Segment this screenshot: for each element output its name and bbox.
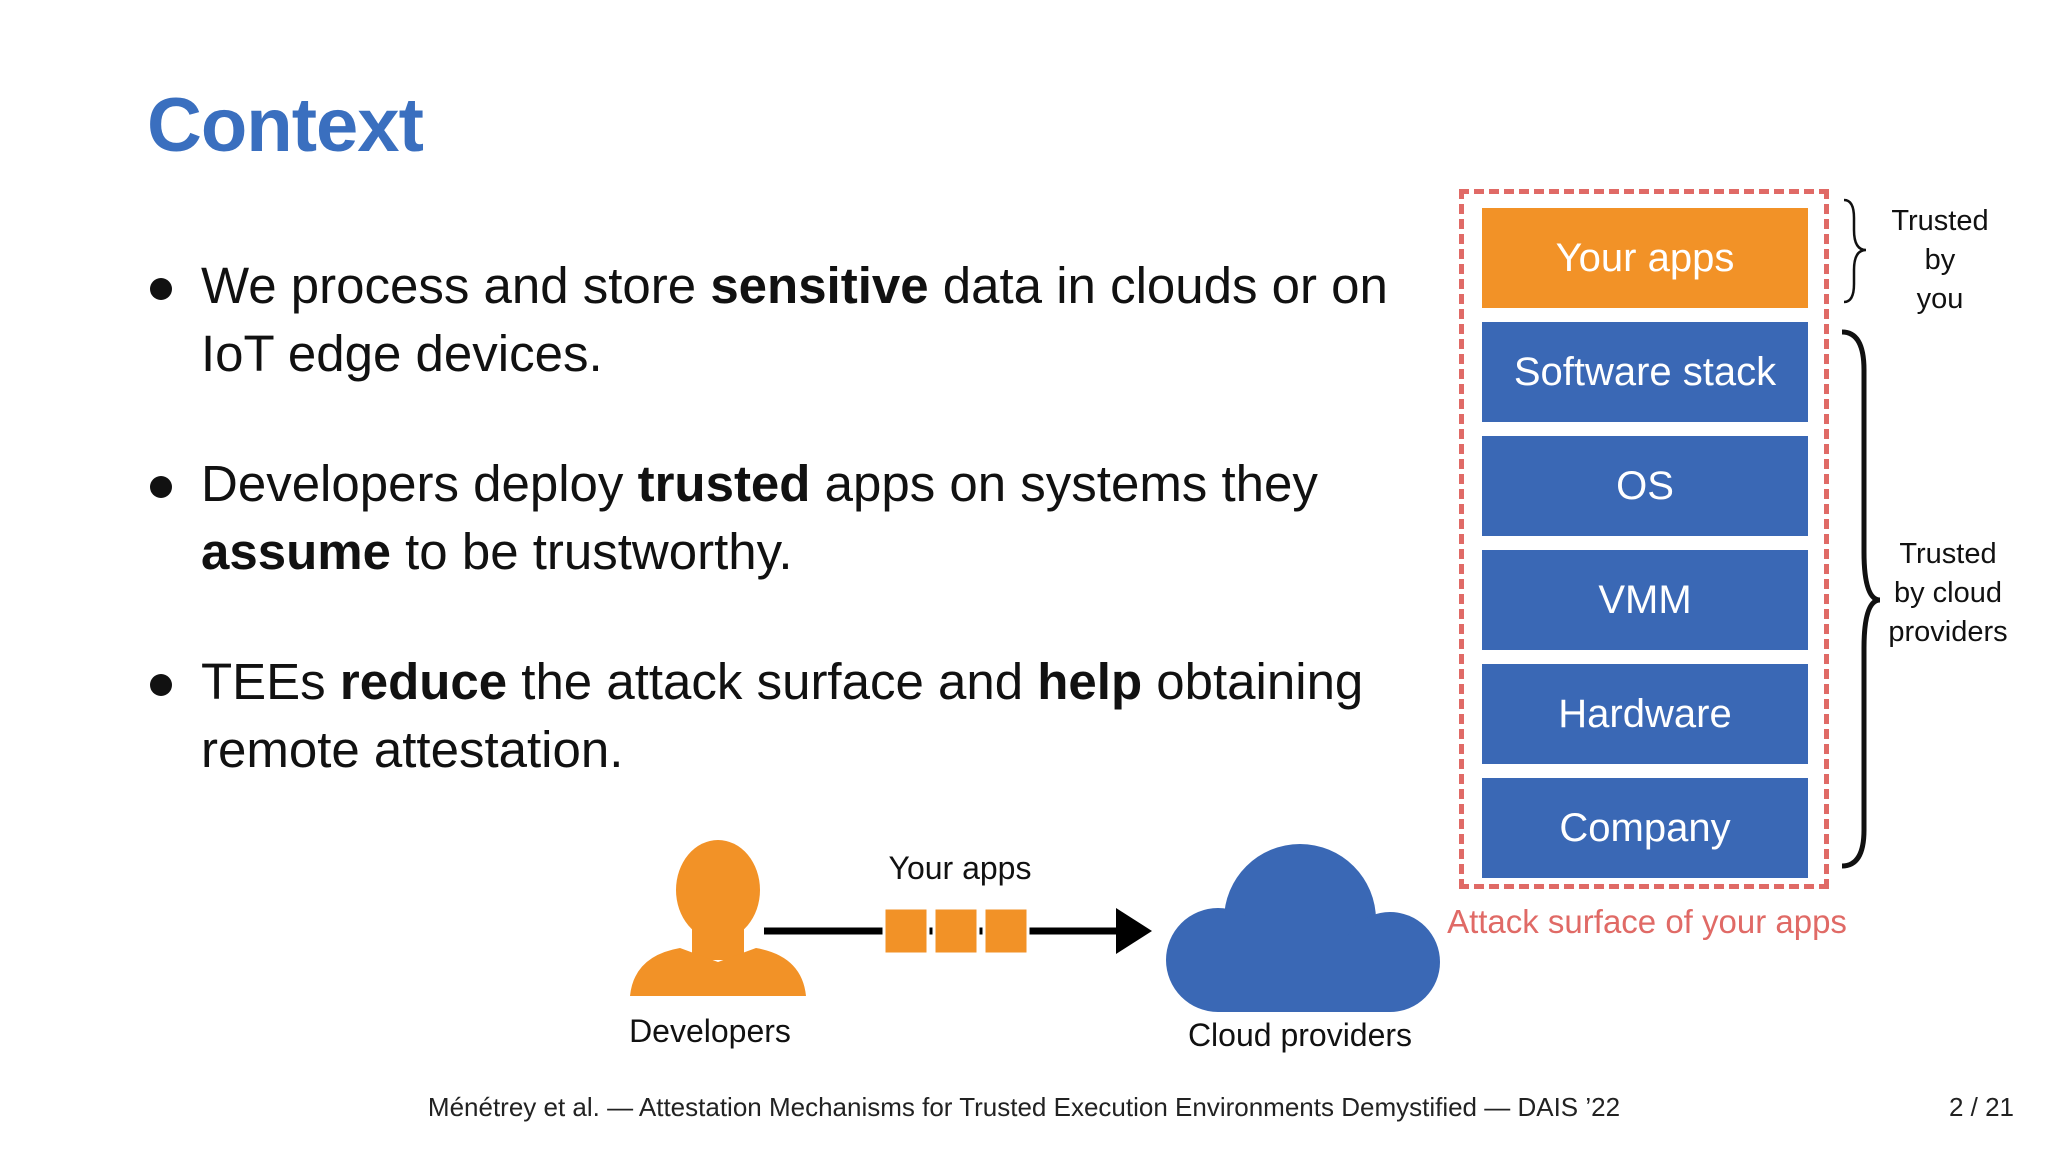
developers-label: Developers xyxy=(629,1013,791,1049)
brace-icons xyxy=(1841,198,1881,869)
label-line: Trusted xyxy=(1899,538,1997,570)
attack-surface-label: Attack surface of your apps xyxy=(1447,903,1847,940)
trusted-by-you-label: Trusted by you xyxy=(1880,202,2000,319)
emphasis-text: help xyxy=(1037,653,1143,710)
bullet-item: We process and store sensitive data in c… xyxy=(146,252,1436,388)
bullet-dot-icon xyxy=(150,278,172,300)
page-number: 2 / 21 xyxy=(1948,1092,2014,1122)
large-brace-icon xyxy=(1841,329,1881,869)
arrow-head-icon xyxy=(1116,908,1152,954)
emphasis-text: assume xyxy=(201,523,391,580)
layer-vmm: VMM xyxy=(1482,550,1808,650)
cloud-providers-label: Cloud providers xyxy=(1187,1017,1413,1053)
developer-person-icon xyxy=(630,840,806,996)
footer-citation: Ménétrey et al. — Attestation Mechanisms… xyxy=(427,1092,1621,1122)
bullet-item: TEEs reduce the attack surface and help … xyxy=(146,648,1436,784)
trusted-by-cloud-label: Trusted by cloud providers xyxy=(1878,535,2018,652)
emphasis-text: reduce xyxy=(339,653,508,710)
bullet-list: We process and store sensitive data in c… xyxy=(146,252,1436,846)
app-box-icon xyxy=(882,906,930,956)
bullet-dot-icon xyxy=(150,476,172,498)
layer-company: Company xyxy=(1482,778,1808,878)
emphasis-text: sensitive xyxy=(710,257,929,314)
body-text: data in clouds or on IoT edge devices. xyxy=(201,257,1388,382)
slide-title: Context xyxy=(147,83,424,168)
layer-hardware: Hardware xyxy=(1482,664,1808,764)
label-line: Trusted xyxy=(1891,205,1989,237)
body-text: the attack surface and xyxy=(507,653,1038,710)
label-line: by cloud xyxy=(1893,577,2002,609)
layer-your-apps: Your apps xyxy=(1482,208,1808,308)
body-text: Developers deploy xyxy=(201,455,638,512)
bullet-text: Developers deploy trusted apps on system… xyxy=(201,455,1318,580)
bullet-text: We process and store sensitive data in c… xyxy=(201,257,1388,382)
bullet-text: TEEs reduce the attack surface and help … xyxy=(201,653,1363,778)
small-brace-icon xyxy=(1843,198,1867,304)
apps-flow-label: Your apps xyxy=(888,850,1032,886)
app-box-icon xyxy=(932,906,980,956)
deployment-flow-diagram xyxy=(630,840,1440,1012)
bullet-dot-icon xyxy=(150,674,172,696)
cloud-icon xyxy=(1166,844,1440,1012)
attack-surface-frame xyxy=(1459,189,1829,889)
body-text: apps on systems they xyxy=(810,455,1318,512)
layer-software-stack: Software stack xyxy=(1482,322,1808,422)
emphasis-text: trusted xyxy=(637,455,811,512)
body-text: to be trustworthy. xyxy=(390,523,793,580)
bullet-item: Developers deploy trusted apps on system… xyxy=(146,450,1436,586)
body-text: We process and store xyxy=(201,257,711,314)
layer-os: OS xyxy=(1482,436,1808,536)
app-box-icon xyxy=(982,906,1030,956)
label-line: you xyxy=(1916,283,1964,315)
label-line: by xyxy=(1924,244,1956,276)
body-text: TEEs xyxy=(201,653,340,710)
body-text: obtaining remote attestation. xyxy=(201,653,1364,778)
label-line: providers xyxy=(1888,616,2008,648)
